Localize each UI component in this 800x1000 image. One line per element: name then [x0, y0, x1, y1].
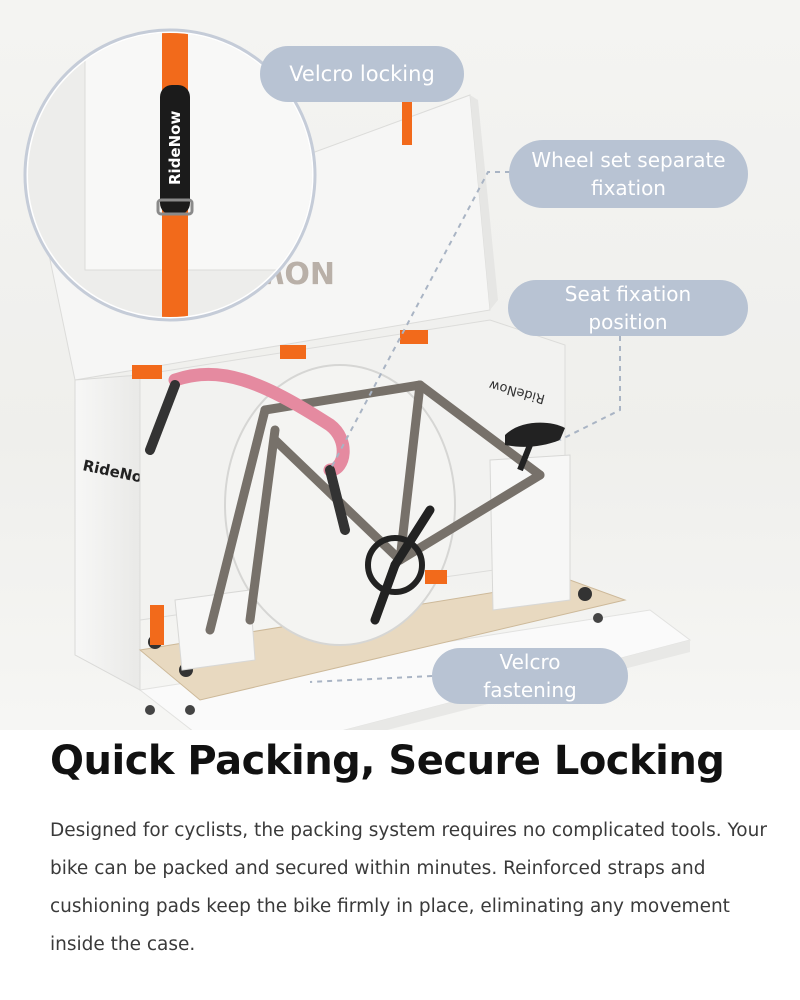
- product-scene: NOW RideNow RideNow: [0, 0, 800, 730]
- orange-straps: [132, 100, 447, 645]
- strap-logo: RideNow: [166, 111, 184, 185]
- bike-case-illustration: NOW RideNow RideNow: [23, 28, 692, 730]
- callout-velcro-locking: Velcro locking: [260, 46, 464, 102]
- saddle: [505, 422, 565, 447]
- callout-velcro-fastening: Velcro fastening: [432, 648, 628, 704]
- callout-seat-fixation: Seat fixation position: [508, 280, 748, 336]
- callout-wheel-set-fixation: Wheel set separate fixation: [509, 140, 748, 208]
- chainring: [365, 535, 425, 595]
- brake-lever-left: [145, 380, 180, 455]
- front-fork-block: [174, 589, 256, 671]
- handlebar: [168, 367, 350, 477]
- leader-lines: [309, 171, 621, 683]
- body-text: Designed for cyclists, the packing syste…: [50, 820, 767, 955]
- brake-lever-right: [325, 465, 350, 535]
- headline: Quick Packing, Secure Locking: [50, 738, 725, 784]
